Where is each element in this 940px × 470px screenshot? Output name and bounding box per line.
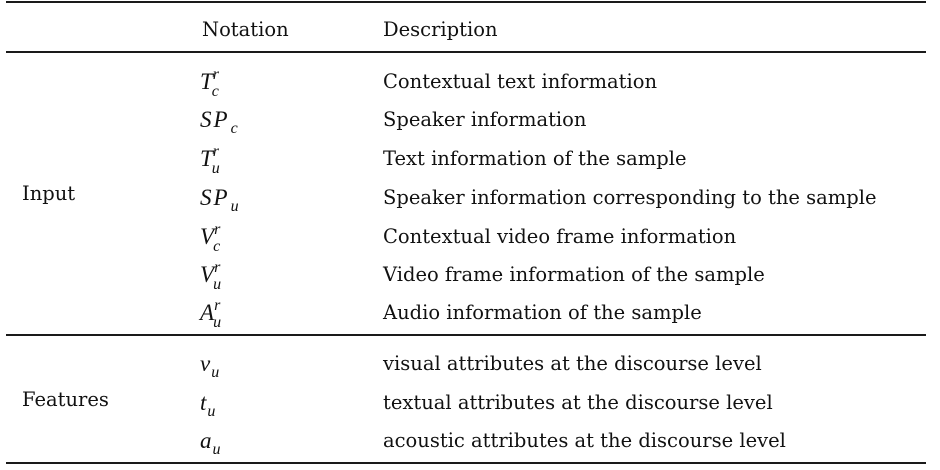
description-cell: Speaker information bbox=[383, 108, 587, 131]
table-section-rule bbox=[6, 334, 926, 336]
table-top-rule bbox=[6, 1, 926, 3]
notation-cell: au bbox=[200, 428, 221, 459]
description-cell: textual attributes at the discourse leve… bbox=[383, 391, 773, 414]
notation-sub: u bbox=[213, 314, 222, 331]
description-cell: Audio information of the sample bbox=[383, 301, 702, 324]
notation-sup: r bbox=[214, 259, 221, 276]
notation-base: a bbox=[200, 428, 212, 453]
notation-base: V bbox=[200, 262, 215, 287]
notation-sub: u bbox=[211, 364, 220, 381]
notation-base: SP bbox=[200, 185, 230, 210]
notation-base: A bbox=[200, 300, 215, 325]
notation-sub: u bbox=[213, 276, 222, 293]
notation-cell: SPu bbox=[200, 185, 239, 216]
notation-sup: r bbox=[212, 143, 220, 160]
notation-sup: r bbox=[212, 66, 220, 83]
notation-sub: u bbox=[211, 160, 220, 177]
description-cell: Speaker information corresponding to the… bbox=[383, 186, 877, 209]
group-label-features: Features bbox=[22, 388, 109, 411]
notation-cell: SPc bbox=[200, 107, 238, 138]
table-bottom-rule bbox=[6, 462, 926, 464]
description-cell: Text information of the sample bbox=[383, 147, 687, 170]
description-cell: Contextual video frame information bbox=[383, 225, 737, 248]
notation-sub: u bbox=[207, 403, 216, 420]
notation-sub: u bbox=[230, 198, 239, 215]
notation-sub: c bbox=[211, 83, 219, 100]
notation-sub: u bbox=[212, 441, 221, 458]
notation-base: T bbox=[200, 69, 213, 94]
header-notation: Notation bbox=[202, 18, 289, 41]
group-label-input: Input bbox=[22, 182, 76, 205]
table-header-rule bbox=[6, 51, 926, 53]
description-cell: acoustic attributes at the discourse lev… bbox=[383, 429, 786, 452]
notation-base: SP bbox=[200, 107, 230, 132]
notation-base: t bbox=[200, 390, 207, 415]
notation-base: V bbox=[200, 224, 215, 249]
description-cell: Video frame information of the sample bbox=[383, 263, 765, 286]
notation-cell: vu bbox=[200, 351, 220, 382]
notation-sup: r bbox=[214, 221, 221, 238]
notation-sub: c bbox=[230, 120, 238, 137]
description-cell: Contextual text information bbox=[383, 70, 658, 93]
description-cell: visual attributes at the discourse level bbox=[383, 352, 762, 375]
header-description: Description bbox=[383, 18, 498, 41]
notation-sup: r bbox=[214, 297, 221, 314]
notation-base: T bbox=[200, 146, 213, 171]
notation-cell: tu bbox=[200, 390, 216, 421]
notation-sub: c bbox=[213, 238, 221, 255]
notation-base: v bbox=[200, 351, 211, 376]
